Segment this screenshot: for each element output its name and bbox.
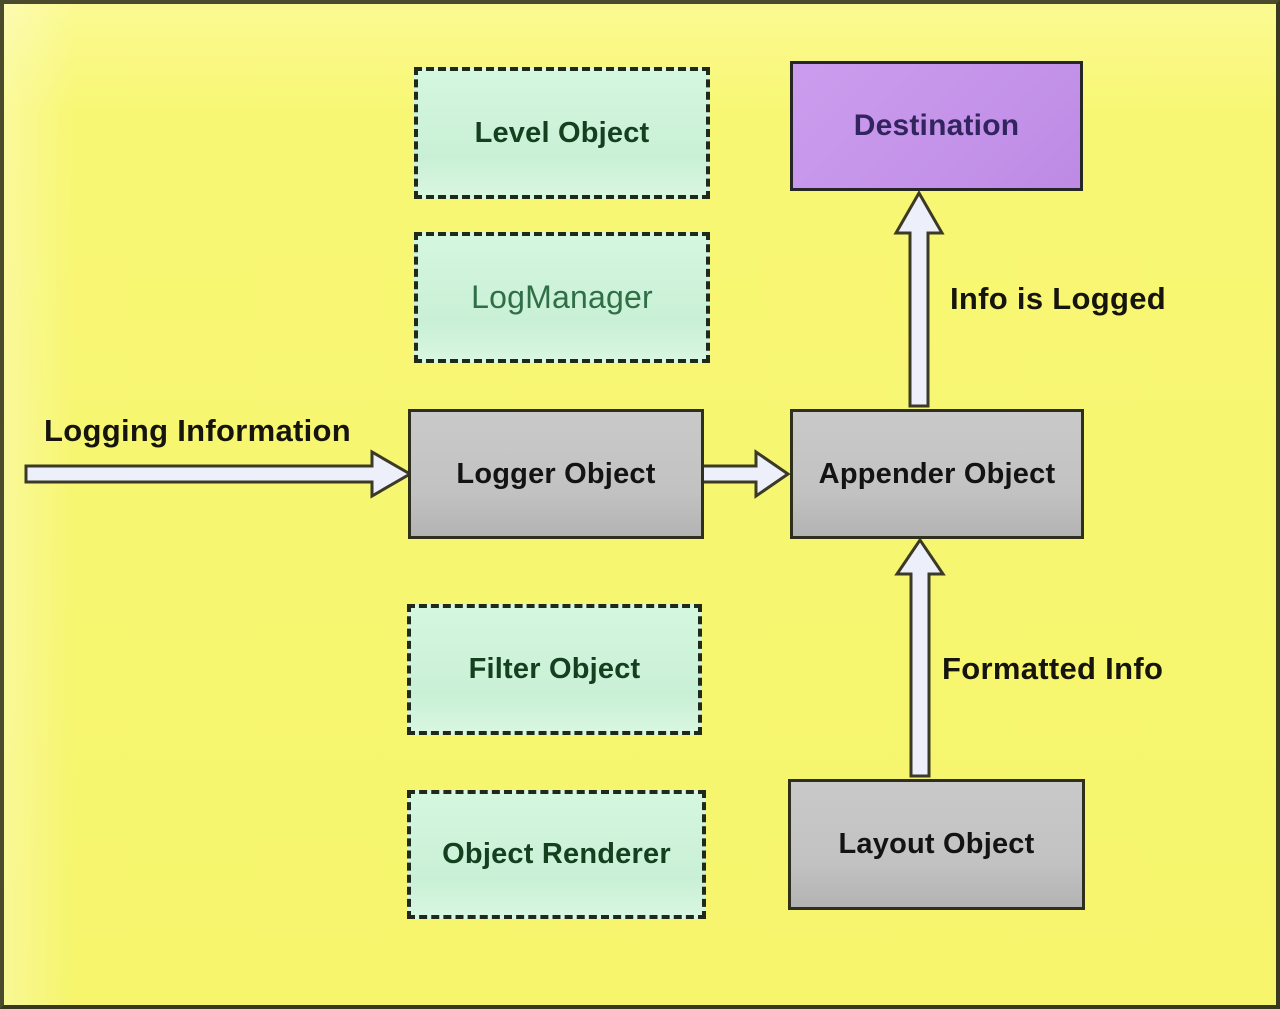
logger-object-node: Logger Object — [408, 409, 704, 539]
appender-object-node: Appender Object — [790, 409, 1084, 539]
object-renderer-node: Object Renderer — [407, 790, 706, 919]
logging-information-edge-label: Logging Information — [44, 413, 352, 448]
layout-object-node: Layout Object — [788, 779, 1085, 910]
layout-object-label: Layout Object — [838, 828, 1035, 860]
logging-information-arrow — [24, 449, 413, 499]
logmanager-node: LogManager — [414, 232, 710, 363]
appender-to-destination-arrow — [893, 189, 945, 408]
destination-node: Destination — [790, 61, 1083, 191]
logger-to-appender-arrow — [700, 449, 791, 499]
layout-to-appender-arrow — [894, 537, 946, 778]
destination-label: Destination — [853, 109, 1020, 142]
logmanager-label: LogManager — [471, 279, 653, 315]
filter-object-node: Filter Object — [407, 604, 702, 735]
info-is-logged-edge-label: Info is Logged — [950, 281, 1167, 316]
logger-object-label: Logger Object — [456, 457, 656, 490]
formatted-info-edge-label: Formatted Info — [942, 651, 1164, 686]
object-renderer-label: Object Renderer — [442, 838, 671, 870]
level-object-node: Level Object — [414, 67, 710, 199]
filter-object-label: Filter Object — [468, 653, 641, 685]
level-object-label: Level Object — [474, 116, 650, 149]
appender-object-label: Appender Object — [818, 457, 1056, 490]
